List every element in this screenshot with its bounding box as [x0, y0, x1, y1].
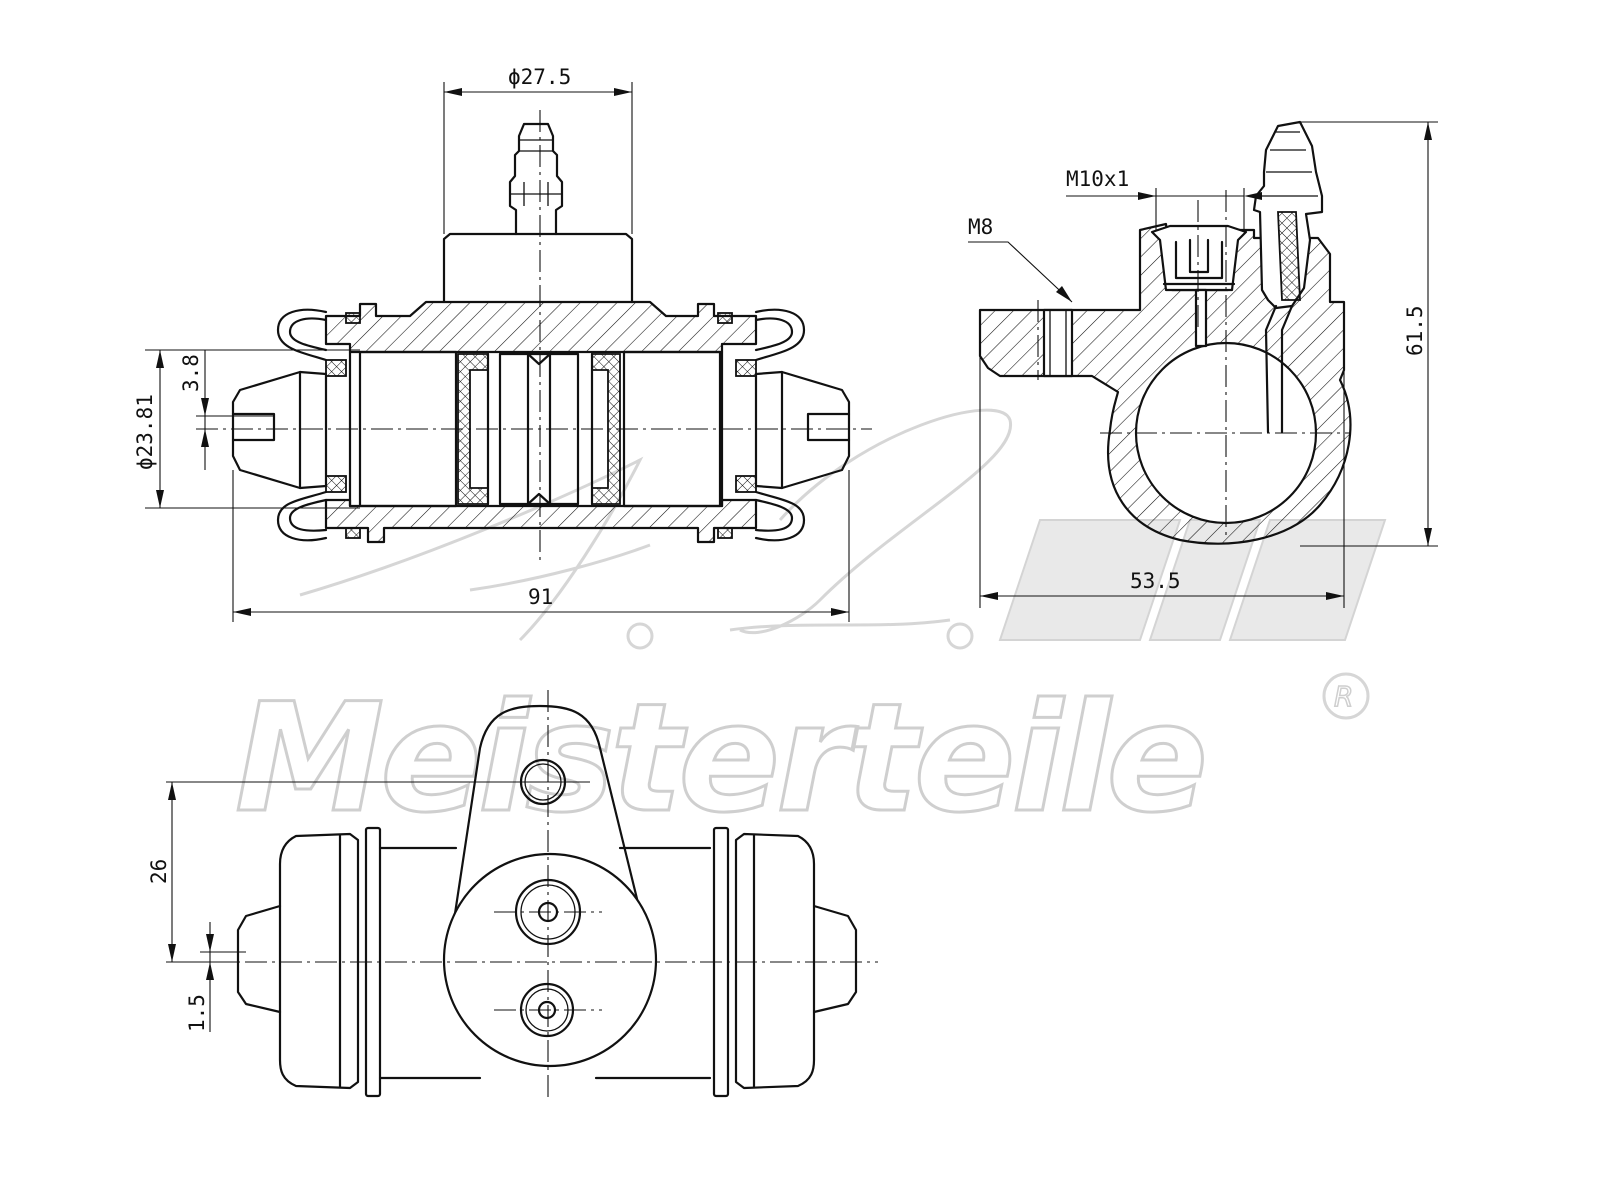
bleeder-nipple [508, 122, 564, 236]
dust-boot-left [276, 308, 328, 542]
dim-bore-diameter: ϕ23.81 [133, 394, 157, 470]
cylinder-body [378, 846, 712, 1080]
watermark-stripe-1 [998, 519, 1182, 641]
watermark-script-l [729, 408, 1012, 635]
push-rod-boss-left [236, 904, 282, 1014]
dim-mount-thread: M8 [968, 215, 993, 239]
push-rod-right [754, 370, 851, 490]
watermark-brand: Meisterteile [235, 672, 1204, 846]
seal-left-top [345, 312, 361, 324]
mount-thread-hole [1042, 308, 1074, 378]
dim-offset: 3.8 [179, 354, 203, 392]
housing-lower-wall [324, 498, 758, 544]
push-rod-boss-right [812, 904, 858, 1014]
watermark-dot-2 [946, 622, 974, 650]
dim-overall-height: 61.5 [1403, 305, 1427, 356]
watermark: Meisterteile R [234, 408, 1387, 848]
watermark-registered-mark: R [1334, 680, 1353, 713]
dim-axis-offset: 1.5 [185, 994, 209, 1032]
watermark-dot-1 [626, 622, 654, 650]
top-view: 26 1.5 [147, 690, 878, 1102]
piston-right [622, 350, 722, 508]
dust-boot-right [754, 308, 806, 542]
outlet-stub [442, 232, 634, 304]
seal-right-bottom [717, 527, 733, 539]
piston-left [358, 350, 458, 508]
bleeder-pocket [1150, 224, 1248, 292]
seal-left-bottom [345, 527, 361, 539]
end-cap-right [734, 832, 816, 1090]
watermark-registered-circle [1322, 672, 1370, 720]
dim-hole-spacing: 26 [147, 859, 171, 884]
end-cap-left [278, 832, 360, 1090]
dim-bleeder-thread: M10x1 [1066, 167, 1129, 191]
dim-overall-length: 91 [528, 585, 553, 609]
watermark-stripe-3 [1228, 519, 1387, 641]
push-rod-left [231, 370, 328, 490]
seal-right-top [717, 312, 733, 324]
watermark-script-a [299, 456, 651, 642]
dim-outlet-diameter: ϕ27.5 [508, 65, 571, 89]
front-section-view: ϕ27.5 ϕ23.81 3.8 91 [133, 65, 872, 622]
flange-circle [442, 852, 658, 1068]
side-section-view: M10x1 M8 61.5 53.5 [968, 120, 1438, 608]
mounting-flange [446, 704, 654, 962]
spring-center [498, 352, 580, 506]
housing-upper-wall [324, 300, 758, 354]
dim-boss-width: 53.5 [1130, 569, 1181, 593]
fluid-passage [1194, 288, 1208, 348]
